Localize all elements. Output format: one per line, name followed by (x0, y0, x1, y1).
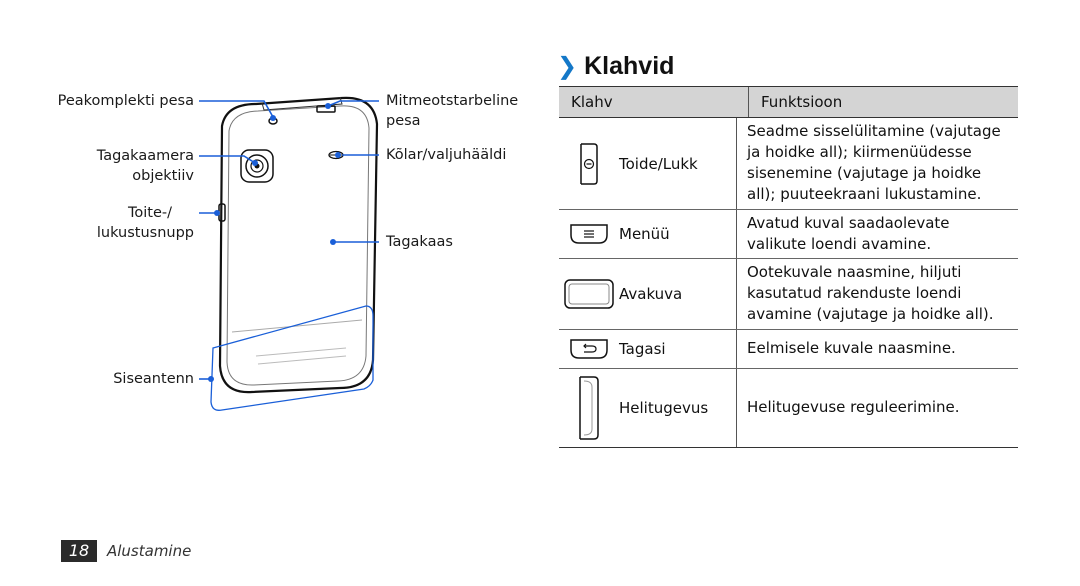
label-multifunction-jack: Mitmeotstarbeline pesa (386, 93, 519, 129)
antenna-region (210, 305, 374, 411)
table-header: Klahv Funktsioon (559, 86, 1018, 118)
label-back-cover: Tagakaas (386, 234, 453, 250)
keys-table: Klahv Funktsioon Toide/Lukk Seadme sisse… (559, 86, 1018, 448)
back-key-icon (559, 338, 619, 360)
home-key-icon (559, 278, 619, 310)
camera-lens (240, 149, 274, 183)
function-cell: Avatud kuval saadaolevate valikute loend… (747, 213, 950, 253)
key-name: Menüü (619, 225, 670, 243)
header-function: Funktsioon (761, 93, 843, 111)
label-headset-jack: Peakomplekti pesa (57, 93, 194, 109)
function-cell: Seadme sisselülitamine (vajutage ja hoid… (747, 122, 1001, 203)
callout-lines (199, 100, 379, 380)
table-row: Helitugevus Helitugevuse reguleerimine. (559, 369, 1018, 448)
power-key-icon (559, 142, 619, 186)
header-key: Klahv (559, 87, 749, 117)
label-internal-antenna: Siseantenn (113, 371, 194, 387)
table-row: Toide/Lukk Seadme sisselülitamine (vajut… (559, 118, 1018, 210)
function-cell: Helitugevuse reguleerimine. (747, 398, 960, 416)
footer-section-name: Alustamine (107, 542, 192, 560)
page-footer: 18 Alustamine (61, 540, 191, 562)
table-row: Tagasi Eelmisele kuvale naasmine. (559, 330, 1018, 369)
label-power-lock-key: Toite-/ lukustusnupp (96, 205, 194, 241)
phone-body (218, 96, 379, 394)
section-title: Klahvid (584, 51, 675, 80)
function-cell: Ootekuvale naasmine, hiljuti kasutatud r… (747, 263, 994, 323)
key-cell: Avakuva (559, 259, 737, 329)
key-name: Avakuva (619, 285, 683, 303)
chevron-right-icon: ❯ (557, 52, 577, 80)
key-cell: Tagasi (559, 330, 737, 368)
phone-back-diagram (199, 96, 379, 411)
key-cell: Helitugevus (559, 369, 737, 447)
section-heading: ❯ Klahvid (557, 49, 674, 83)
table-row: Menüü Avatud kuval saadaolevate valikute… (559, 210, 1018, 259)
key-name: Tagasi (619, 340, 666, 358)
menu-key-icon (559, 223, 619, 245)
key-name: Helitugevus (619, 399, 709, 417)
callout-dots (208, 103, 341, 382)
key-cell: Menüü (559, 210, 737, 258)
key-cell: Toide/Lukk (559, 118, 737, 209)
page-number: 18 (61, 540, 97, 562)
function-cell: Eelmisele kuvale naasmine. (747, 339, 956, 357)
key-name: Toide/Lukk (619, 154, 698, 173)
table-row: Avakuva Ootekuvale naasmine, hiljuti kas… (559, 259, 1018, 330)
label-rear-camera: Tagakaamera objektiiv (96, 148, 194, 184)
label-speaker: Kõlar/valjuhääldi (386, 147, 507, 163)
volume-key-icon (559, 375, 619, 441)
